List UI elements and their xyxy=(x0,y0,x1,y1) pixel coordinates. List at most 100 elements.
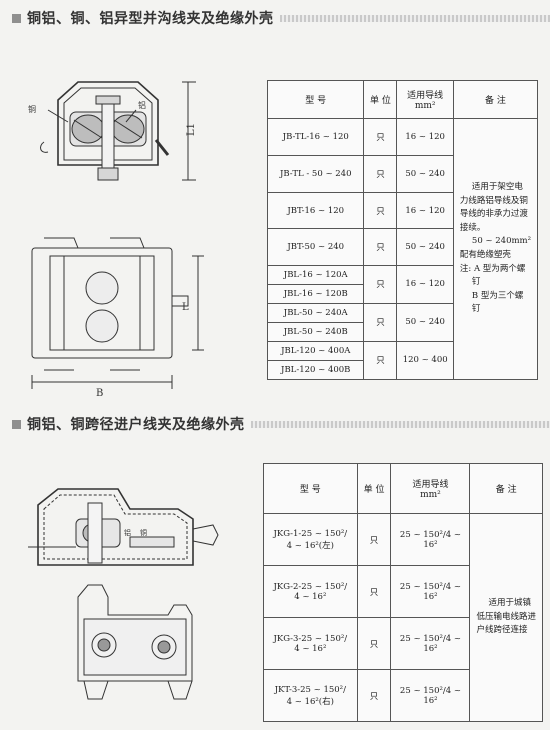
model-cell: JBT-50 ~ 240 xyxy=(266,228,365,266)
model-cell: JBL-50 ~ 240A xyxy=(266,302,365,323)
table-row: JBL-50 ~ 240A 只 50 ~ 240 xyxy=(266,302,538,342)
aluminum-label: 铝 xyxy=(124,528,131,537)
unit-cell: 只 xyxy=(363,302,398,342)
section-2-title: 铜铝、铜跨径进户线夹及绝缘外壳 xyxy=(27,417,245,433)
conductor-cell: 16 ~ 120 xyxy=(396,264,454,304)
remark-line: B 型为三个螺 xyxy=(471,290,524,301)
model-cell: JBL-16 ~ 120B xyxy=(266,283,365,304)
model-line: JKG-1-25 ~ 150²/ xyxy=(273,528,348,539)
model-line: JKG-3-25 ~ 150²/ xyxy=(273,633,348,644)
remark-line: 接续。 xyxy=(459,222,486,233)
unit-cell: 只 xyxy=(363,228,398,266)
unit-cell: 只 xyxy=(356,565,392,618)
conductor-header-label: 适用导线 xyxy=(412,480,449,490)
span-service-clamp-drawing: 铝 铜 xyxy=(28,488,219,700)
model-cell: JB-TL-16 ~ 120 xyxy=(266,118,365,157)
table-row: JBL-16 ~ 120A 只 16 ~ 120 xyxy=(266,264,538,304)
table-row: JB-TL - 50 ~ 240 只 50 ~ 240 xyxy=(266,155,538,194)
remark-line: 配有绝缘塑壳 xyxy=(459,250,511,261)
copper-label: 铜 xyxy=(140,528,147,537)
model-header: 型 号 xyxy=(266,79,365,120)
model-line: JKG-2-25 ~ 150²/ xyxy=(273,581,348,592)
remarks-header: 备 注 xyxy=(452,79,539,120)
table-row: JBL-120 ~ 400A 只 120 ~ 400 xyxy=(266,340,538,381)
conductor-header-unit: mm² xyxy=(420,490,441,500)
conductor-header: 适用导线 mm² xyxy=(390,463,471,514)
span-service-clamp-table: 型 号 单 位 适用导线 mm² 备 注 JKG-1-25 ~ 150²/ 4 … xyxy=(263,463,543,722)
remark-line: 适用于城镇 xyxy=(488,598,531,609)
remark-line: 适用于架空电 xyxy=(471,182,523,193)
conductor-cell: 25 ~ 150²/4 ~ 16² xyxy=(390,617,471,670)
remark-line: 导线的非承力过渡 xyxy=(459,209,528,220)
unit-cell: 只 xyxy=(363,264,398,304)
model-cell: JBL-16 ~ 120A xyxy=(266,264,365,285)
section-divider xyxy=(250,420,550,428)
b-dimension-label: B xyxy=(96,388,103,399)
conductor-header-unit: mm² xyxy=(414,101,436,112)
remark-line: 50 ~ 240mm² xyxy=(471,236,531,247)
model-cell: JKG-2-25 ~ 150²/ 4 ~ 16² xyxy=(263,565,358,618)
remarks-cell: 适用于城镇 低压输电线路进 户线跨径连接 xyxy=(469,513,543,722)
model-header: 型 号 xyxy=(263,463,358,514)
conductor-cell: 25 ~ 150²/4 ~ 16² xyxy=(390,513,471,566)
unit-cell: 只 xyxy=(363,192,398,230)
model-cell: JKG-1-25 ~ 150²/ 4 ~ 16²(左) xyxy=(263,513,358,566)
remarks-header: 备 注 xyxy=(469,463,543,514)
unit-cell: 只 xyxy=(356,669,392,722)
conductor-cell: 50 ~ 240 xyxy=(396,302,454,342)
table-header-row: 型 号 单 位 适用导线 mm² 备 注 xyxy=(263,463,543,514)
unit-cell: 只 xyxy=(356,513,392,566)
unit-header: 单 位 xyxy=(356,463,392,514)
section-divider xyxy=(279,14,550,22)
table-row: JKT-3-25 ~ 150²/ 4 ~ 16²(右) 只 25 ~ 150²/… xyxy=(263,669,543,722)
conductor-cell: 50 ~ 240 xyxy=(396,228,454,266)
table-row: JBL-120 ~ 400B xyxy=(266,359,538,381)
model-line: 4 ~ 16² xyxy=(294,591,327,602)
section-bullet-icon xyxy=(12,419,21,429)
table-row: JBT-50 ~ 240 只 50 ~ 240 xyxy=(266,228,538,266)
section-2-header: 铜铝、铜跨径进户线夹及绝缘外壳 xyxy=(0,414,550,434)
table-header-row: 型 号 单 位 适用导线 mm² 备 注 xyxy=(266,79,539,120)
aluminum-label: 铝 xyxy=(138,100,146,110)
conductor-cell: 50 ~ 240 xyxy=(396,155,454,194)
unit-header: 单 位 xyxy=(363,79,398,120)
unit-cell: 只 xyxy=(363,340,398,381)
model-line: 4 ~ 16²(右) xyxy=(286,696,334,707)
remark-line: 力线路铝导线及铜 xyxy=(459,195,528,206)
remark-line: 钉 xyxy=(471,304,481,315)
unit-cell: 只 xyxy=(363,118,398,157)
model-cell: JBT-16 ~ 120 xyxy=(266,192,365,230)
model-cell: JBL-120 ~ 400B xyxy=(266,359,365,381)
conductor-cell: 25 ~ 150²/4 ~ 16² xyxy=(390,669,471,722)
section-bullet-icon xyxy=(12,13,21,23)
remark-line: 户线跨径连接 xyxy=(476,625,528,636)
model-cell: JB-TL - 50 ~ 240 xyxy=(266,155,365,194)
parallel-groove-clamp-drawing: 铜 铝 L1 L B xyxy=(28,81,204,399)
copper-label: 铜 xyxy=(28,104,36,114)
conductor-cell: 25 ~ 150²/4 ~ 16² xyxy=(390,565,471,618)
remark-line: 注: A 型为两个螺 xyxy=(459,263,526,274)
model-cell: JBL-120 ~ 400A xyxy=(266,340,365,361)
parallel-groove-clamp-table: 型 号 单 位 适用导线 mm² 备 注 JB-TL-16 ~ 120 只 16… xyxy=(266,79,539,381)
model-line: 4 ~ 16²(左) xyxy=(286,540,334,551)
remark-line: 低压输电线路进 xyxy=(476,611,536,622)
conductor-cell: 16 ~ 120 xyxy=(396,118,454,157)
l1-dimension-label: L1 xyxy=(186,123,197,136)
model-cell: JKT-3-25 ~ 150²/ 4 ~ 16²(右) xyxy=(263,669,358,722)
section-1-header: 铜铝、铜、铝异型并沟线夹及绝缘外壳 xyxy=(0,8,550,28)
model-line: 4 ~ 16² xyxy=(294,643,327,654)
table-row: JB-TL-16 ~ 120 只 16 ~ 120 适用于架空电 力线路铝导线及… xyxy=(266,118,539,380)
unit-cell: 只 xyxy=(356,617,392,670)
table-row: JBT-16 ~ 120 只 16 ~ 120 xyxy=(266,192,538,230)
remark-line: 钉 xyxy=(471,277,481,288)
table-row: JKG-1-25 ~ 150²/ 4 ~ 16²(左) 只 25 ~ 150²/… xyxy=(263,513,543,722)
model-cell: JBL-50 ~ 240B xyxy=(266,321,365,342)
conductor-header-label: 适用导线 xyxy=(407,91,444,102)
unit-cell: 只 xyxy=(363,155,398,194)
conductor-header: 适用导线 mm² xyxy=(396,79,454,120)
conductor-cell: 16 ~ 120 xyxy=(396,192,454,230)
l-dimension-label: L xyxy=(182,302,189,313)
remarks-cell: 适用于架空电 力线路铝导线及铜 导线的非承力过渡 接续。 50 ~ 240mm²… xyxy=(452,118,539,380)
conductor-cell: 120 ~ 400 xyxy=(396,340,454,381)
model-cell: JKG-3-25 ~ 150²/ 4 ~ 16² xyxy=(263,617,358,670)
